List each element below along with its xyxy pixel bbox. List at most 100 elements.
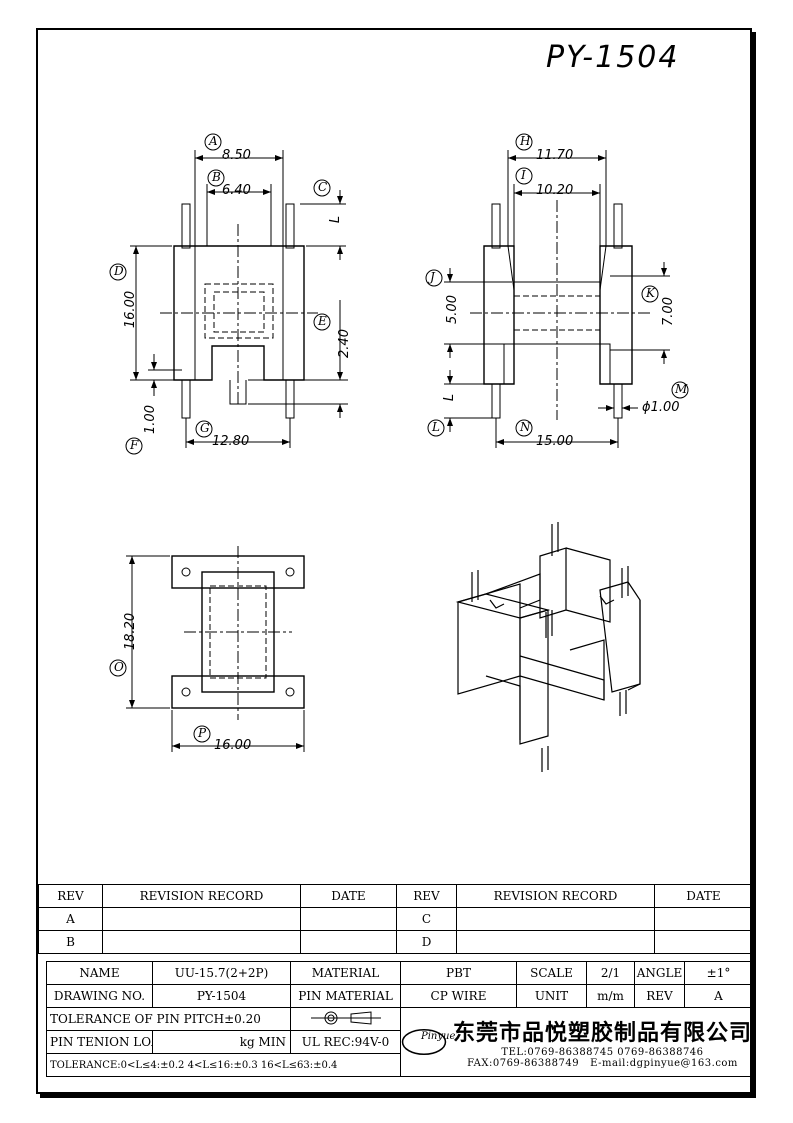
dim-b: 6.40 bbox=[222, 183, 251, 198]
drawing-sheet bbox=[36, 28, 752, 1094]
name-label: NAME bbox=[46, 961, 153, 985]
rev-label: REV bbox=[634, 984, 685, 1008]
technical-drawing bbox=[109, 133, 689, 772]
angle-label: ANGLE bbox=[634, 961, 685, 985]
table-row: TOLERANCE OF PIN PITCH±0.20 东莞市品悦塑胶制品有限公… bbox=[46, 1007, 753, 1077]
company-fax: FAX:0769-86388749 bbox=[467, 1058, 580, 1069]
side-view bbox=[425, 133, 689, 448]
dim-o: 18.20 bbox=[123, 612, 139, 651]
dim-f: 1.00 bbox=[142, 405, 158, 434]
dim-d: 16.00 bbox=[123, 290, 139, 329]
callout-m: M bbox=[675, 382, 688, 396]
projection-symbol-icon bbox=[310, 1010, 381, 1025]
callout-n: N bbox=[520, 420, 531, 434]
rev-cell: A bbox=[38, 907, 103, 931]
logo-text: Pinyue bbox=[421, 1031, 456, 1042]
dim-l: L bbox=[442, 393, 458, 402]
rev-cell: C bbox=[396, 907, 457, 931]
name-value: UU-15.7(2+2P) bbox=[152, 961, 291, 985]
revision-record-header-2: REVISION RECORD bbox=[456, 884, 655, 908]
unit-label: UNIT bbox=[516, 984, 587, 1008]
table-row: DRAWING NO. PY-1504 PIN MATERIAL CP WIRE… bbox=[46, 984, 753, 1008]
dim-n: 15.00 bbox=[536, 434, 574, 449]
callout-g: G bbox=[200, 421, 210, 435]
table-row: TOLERANCE:0<L≤4:±0.2 4<L≤16:±0.3 16<L≤63… bbox=[46, 1053, 753, 1077]
callout-a: A bbox=[209, 134, 218, 148]
pin-tension-value: kg MIN bbox=[152, 1030, 291, 1054]
date-cell bbox=[654, 930, 753, 954]
company-fax-email: FAX:0769-86388749 E-mail:dgpinyue@163.co… bbox=[453, 1058, 752, 1069]
revision-table: REV REVISION RECORD DATE REV REVISION RE… bbox=[38, 884, 753, 954]
dim-m: ϕ1.00 bbox=[642, 400, 680, 415]
record-cell bbox=[456, 930, 655, 954]
rev-cell: B bbox=[38, 930, 103, 954]
unit-value: m/m bbox=[586, 984, 635, 1008]
top-view bbox=[109, 546, 305, 752]
pin-material-label: PIN MATERIAL bbox=[290, 984, 401, 1008]
pinyue-logo-icon bbox=[401, 1028, 447, 1056]
drawing-title: PY-1504 bbox=[546, 40, 680, 75]
company-email: E-mail:dgpinyue@163.com bbox=[590, 1058, 738, 1069]
callout-o: O bbox=[114, 660, 124, 674]
dim-p: 16.00 bbox=[214, 738, 252, 753]
front-view bbox=[109, 133, 348, 455]
scale-label: SCALE bbox=[516, 961, 587, 985]
ul-rating: UL REC:94V-0 bbox=[290, 1030, 401, 1054]
isometric-view bbox=[455, 522, 641, 772]
rev-header-2: REV bbox=[396, 884, 457, 908]
callout-e: E bbox=[318, 314, 327, 328]
callout-c: C bbox=[318, 180, 328, 194]
material-value: PBT bbox=[400, 961, 517, 985]
dim-e: 2.40 bbox=[336, 329, 352, 358]
pin-material-value: CP WIRE bbox=[400, 984, 517, 1008]
dim-g: 12.80 bbox=[212, 434, 250, 449]
position-symbol bbox=[290, 1007, 401, 1031]
date-cell bbox=[300, 907, 397, 931]
dim-h: 11.70 bbox=[536, 148, 574, 163]
material-label: MATERIAL bbox=[290, 961, 401, 985]
company-info: 东莞市品悦塑胶制品有限公司 TEL:0769-86388745 0769-863… bbox=[401, 1015, 752, 1069]
tolerance-pitch: TOLERANCE OF PIN PITCH±0.20 bbox=[46, 1007, 291, 1031]
company-block: 东莞市品悦塑胶制品有限公司 TEL:0769-86388745 0769-863… bbox=[400, 1007, 753, 1077]
record-cell bbox=[102, 907, 301, 931]
pin-tension-label: PIN TENION LOAD bbox=[46, 1030, 153, 1054]
sheet-shadow-bottom bbox=[40, 1094, 756, 1098]
table-row: A C bbox=[38, 907, 753, 931]
dim-a: 8.50 bbox=[222, 148, 251, 163]
dim-i: 10.20 bbox=[536, 183, 574, 198]
company-tel: TEL:0769-86388745 0769-86388746 bbox=[501, 1047, 704, 1058]
company-name: 东莞市品悦塑胶制品有限公司 bbox=[452, 1020, 752, 1046]
callout-l: L bbox=[432, 420, 440, 434]
table-row: PIN TENION LOAD kg MIN UL REC:94V-0 bbox=[46, 1030, 753, 1054]
scale-value: 2/1 bbox=[586, 961, 635, 985]
table-row: NAME UU-15.7(2+2P) MATERIAL PBT SCALE 2/… bbox=[46, 961, 753, 985]
tolerance-range: TOLERANCE:0<L≤4:±0.2 4<L≤16:±0.3 16<L≤63… bbox=[46, 1053, 401, 1077]
angle-value: ±1° bbox=[684, 961, 753, 985]
revision-record-header: REVISION RECORD bbox=[102, 884, 301, 908]
date-cell bbox=[300, 930, 397, 954]
rev-value: A bbox=[684, 984, 753, 1008]
drawing-no-value: PY-1504 bbox=[152, 984, 291, 1008]
title-block: NAME UU-15.7(2+2P) MATERIAL PBT SCALE 2/… bbox=[46, 961, 753, 1077]
dim-j: 5.00 bbox=[444, 295, 460, 324]
record-cell bbox=[456, 907, 655, 931]
sheet-shadow-right bbox=[752, 32, 756, 1098]
revision-header-row: REV REVISION RECORD DATE REV REVISION RE… bbox=[38, 884, 753, 908]
callout-h: H bbox=[520, 134, 531, 148]
callout-j: J bbox=[430, 270, 435, 284]
callout-p: P bbox=[198, 726, 207, 740]
record-cell bbox=[102, 930, 301, 954]
callout-d: D bbox=[114, 264, 124, 278]
rev-header: REV bbox=[38, 884, 103, 908]
date-header: DATE bbox=[300, 884, 397, 908]
drawing-no-label: DRAWING NO. bbox=[46, 984, 153, 1008]
callout-k: K bbox=[646, 286, 655, 300]
date-header-2: DATE bbox=[654, 884, 753, 908]
callout-b: B bbox=[212, 170, 221, 184]
rev-cell: D bbox=[396, 930, 457, 954]
callout-i: I bbox=[521, 168, 526, 182]
dim-c: L bbox=[328, 215, 344, 224]
date-cell bbox=[654, 907, 753, 931]
dim-k: 7.00 bbox=[660, 297, 676, 326]
callout-f: F bbox=[130, 438, 139, 452]
